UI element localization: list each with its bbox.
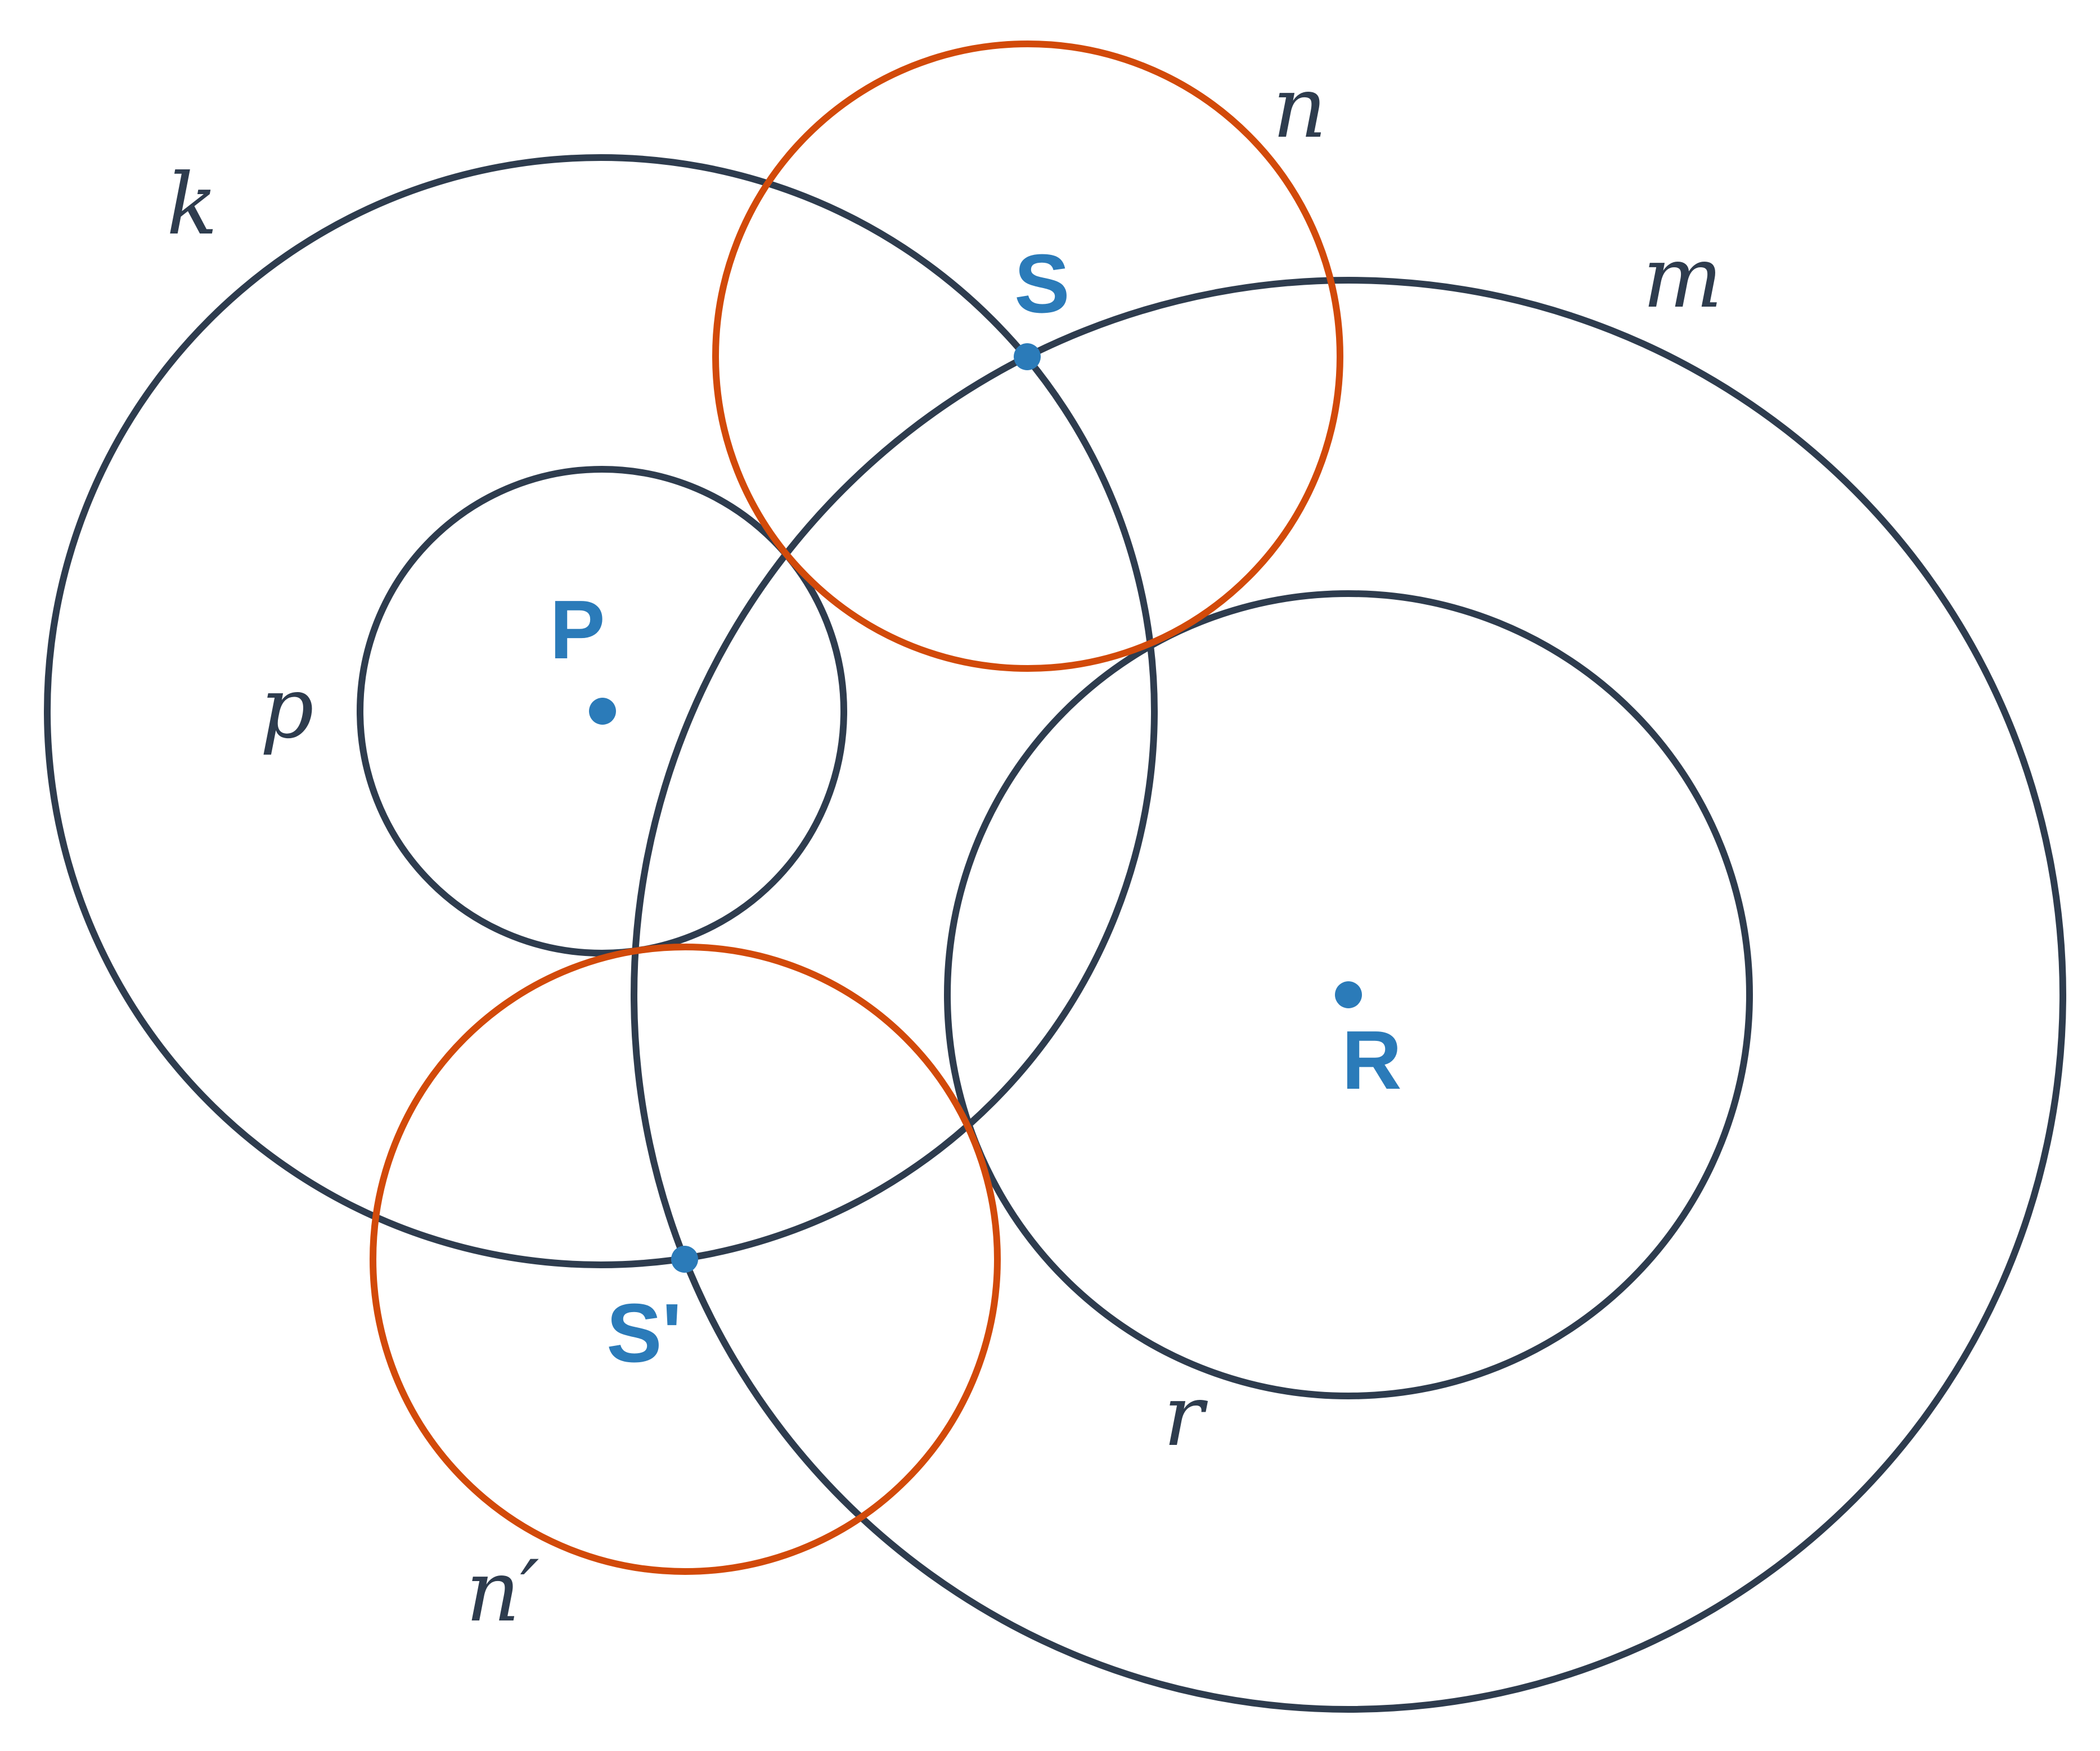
circle-label-m: m (1643, 229, 1723, 327)
point-R (1335, 981, 1362, 1008)
point-label-R: R (1342, 1014, 1402, 1107)
circle-n-prime (370, 944, 1001, 1575)
circle-label-r: r (1163, 1367, 1208, 1465)
point-S-prime (671, 1246, 698, 1273)
point-P (589, 698, 616, 725)
point-label-S-prime: S' (606, 1287, 682, 1380)
circle-label-p: p (260, 659, 314, 757)
circle-label-k: k (167, 156, 218, 254)
circle-n (712, 41, 1343, 672)
circle-r (944, 590, 1753, 1399)
point-S (1014, 343, 1041, 370)
circle-k (44, 154, 1158, 1268)
circle-p (357, 466, 847, 957)
point-label-S: S (1014, 237, 1070, 330)
point-label-P: P (550, 583, 605, 676)
circle-m (631, 277, 2066, 1713)
circle-label-n: n (1272, 59, 1327, 157)
circle-label-n-prime: n′ (466, 1543, 539, 1641)
